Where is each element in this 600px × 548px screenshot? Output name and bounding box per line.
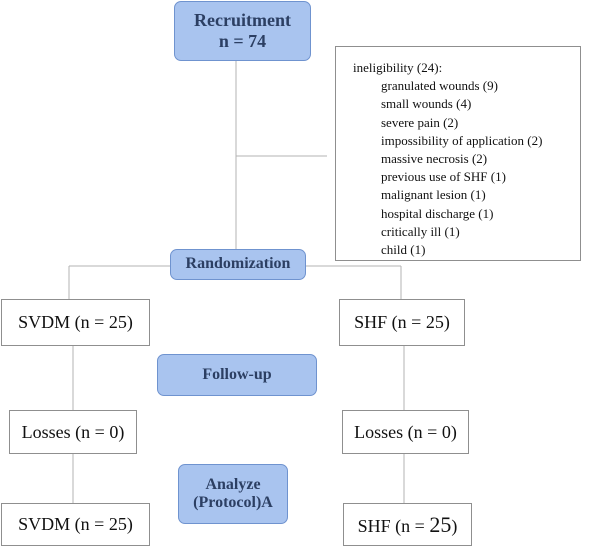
ineligibility-reason: malignant lesion (1) [381, 187, 486, 203]
svdm-losses-label: Losses (n = 0) [21, 421, 125, 442]
ineligibility-reason: small wounds (4) [381, 96, 472, 112]
svdm-allocation-box: SVDM (n = 25) [1, 299, 150, 346]
ineligibility-reason: hospital discharge (1) [381, 205, 494, 221]
analyze-line1: Analyze [205, 475, 261, 493]
svdm-analysis-label: SVDM (n = 25) [18, 514, 133, 534]
analyze-line2: (Protocol)A [193, 494, 273, 511]
ineligibility-reason: previous use of SHF (1) [381, 169, 506, 185]
recruitment-title: Recruitment [194, 10, 291, 31]
shf-allocation-box: SHF (n = 25) [339, 299, 465, 346]
shf-analysis-label: SHF (n = 25) [358, 512, 458, 538]
recruitment-count: n = 74 [218, 31, 267, 51]
ineligibility-reason: impossibility of application (2) [381, 132, 543, 148]
ineligibility-reason: severe pain (2) [381, 114, 459, 130]
shf-analysis-number: 25 [429, 511, 452, 537]
recruitment-stage: Recruitment n = 74 [174, 1, 311, 61]
randomization-stage: Randomization [170, 249, 306, 280]
ineligibility-reason: critically ill (1) [381, 223, 460, 239]
followup-stage: Follow-up [157, 354, 317, 396]
svdm-analysis-box: SVDM (n = 25) [1, 503, 150, 546]
ineligibility-heading: ineligibility (24): [353, 60, 443, 75]
shf-analysis-close: ) [451, 515, 458, 536]
svdm-losses-box: Losses (n = 0) [9, 410, 137, 454]
shf-losses-label: Losses (n = 0) [354, 421, 457, 442]
followup-label: Follow-up [202, 365, 272, 383]
analyze-stage: Analyze (Protocol)A [178, 464, 288, 524]
ineligibility-reason: massive necrosis (2) [381, 151, 488, 167]
ineligibility-reason: child (1) [381, 242, 426, 258]
randomization-label: Randomization [185, 255, 291, 273]
shf-analysis-prefix: SHF (n = [357, 515, 430, 536]
ineligibility-reasons-list: granulated wounds (9) small wounds (4) s… [353, 77, 574, 259]
ineligibility-box: ineligibility (24): granulated wounds (9… [335, 46, 581, 261]
ineligibility-reason: granulated wounds (9) [381, 78, 498, 94]
shf-losses-box: Losses (n = 0) [342, 410, 469, 454]
svdm-allocation-label: SVDM (n = 25) [18, 312, 133, 332]
shf-analysis-box: SHF (n = 25) [343, 503, 472, 546]
shf-allocation-label: SHF (n = 25) [354, 312, 450, 332]
